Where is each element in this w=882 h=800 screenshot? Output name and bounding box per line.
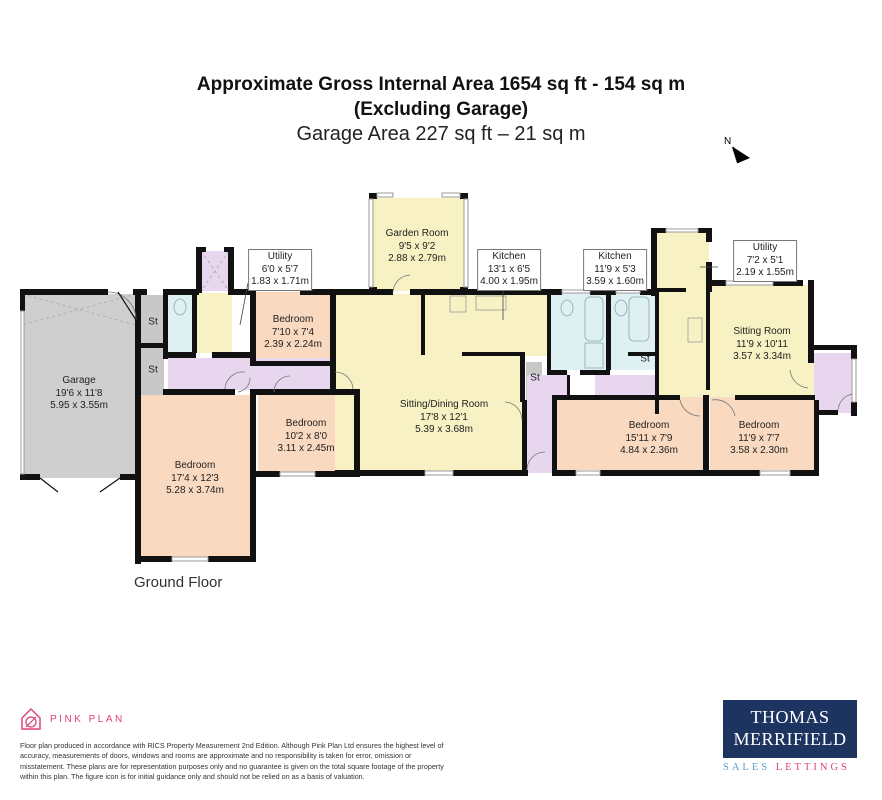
room-name: Bedroom [272,314,314,325]
room-label-utility-2: Utility 7'2 x 5'1 2.19 x 1.55m [733,240,797,282]
room-name: Utility [752,242,778,253]
room-metric: 2.39 x 2.24m [264,339,322,350]
room-name: Bedroom [285,418,327,429]
room-imperial: 17'8 x 12'1 [420,411,468,423]
room-name: Kitchen [492,251,526,262]
excluding-garage-note: (Excluding Garage) [353,99,529,120]
room-imperial: 19'6 x 11'8 [55,387,103,399]
room-imperial: 7'2 x 5'1 [746,254,784,266]
room-name: Kitchen [598,251,632,262]
house-logo-icon [21,707,41,730]
room-metric: 3.58 x 2.30m [730,445,788,456]
room-metric: 2.88 x 2.79m [388,253,446,264]
room-name: Sitting/Dining Room [399,399,489,410]
gross-area-title: Approximate Gross Internal Area 1654 sq … [196,74,686,95]
floor-label: Ground Floor [134,574,223,591]
room-label-sitting-room: Sitting Room 11'9 x 10'11 3.57 x 3.34m [733,326,791,364]
room-label-bedroom-5: Bedroom 11'9 x 7'7 3.58 x 2.30m [730,420,788,458]
room-label-bedroom-main: Bedroom 17'4 x 12'3 5.28 x 3.74m [166,460,224,498]
room-imperial: 10'2 x 8'0 [284,430,328,442]
room-label-kitchen-1: Kitchen 13'1 x 6'5 4.00 x 1.95m [477,249,541,291]
room-imperial: 11'9 x 10'11 [736,338,788,350]
pink-plan-brand: PINK PLAN [50,713,125,725]
agent-logo: THOMAS MERRIFIELD [723,700,857,758]
room-metric: 2.19 x 1.55m [736,267,794,278]
agent-name-line1: THOMAS [750,707,830,727]
room-imperial: 6'0 x 5'7 [261,263,299,275]
room-name: Garden Room [385,228,449,239]
room-name: Sitting Room [733,326,791,337]
storage-label: St [148,316,158,328]
room-name: Bedroom [628,420,670,431]
room-metric: 3.59 x 1.60m [586,276,644,287]
room-metric: 5.95 x 3.55m [50,400,108,411]
room-label-bedroom-3: Bedroom 10'2 x 8'0 3.11 x 2.45m [277,418,334,456]
garage-area-title: Garage Area 227 sq ft – 21 sq m [296,123,586,145]
walls [20,193,857,564]
room-metric: 1.83 x 1.71m [251,276,309,287]
room-imperial: 17'4 x 12'3 [171,472,219,484]
compass-label: N [724,136,732,147]
room-label-garage: Garage 19'6 x 11'8 5.95 x 3.55m [50,375,108,413]
room-name: Bedroom [174,460,216,471]
room-label-bedroom-4: Bedroom 15'11 x 7'9 4.84 x 2.36m [620,420,678,458]
storage-label: St [640,353,650,365]
room-label-kitchen-2: Kitchen 11'9 x 5'3 3.59 x 1.60m [583,249,647,291]
room-name: Bedroom [738,420,780,431]
storage-label: St [530,372,540,384]
agent-lettings: LETTINGS [775,762,850,773]
room-imperial: 11'9 x 7'7 [738,432,780,444]
garage-door-track [21,250,230,326]
room-imperial: 7'10 x 7'4 [271,326,315,338]
room-label-garden-room: Garden Room 9'5 x 9'2 2.88 x 2.79m [386,228,449,266]
room-imperial: 15'11 x 7'9 [625,432,673,444]
room-name: Garage [62,375,96,386]
north-arrow-icon [732,146,750,164]
storage-label: St [148,364,158,376]
windows [20,192,857,562]
room-imperial: 11'9 x 5'3 [594,263,636,275]
room-label-sitting-dining: Sitting/Dining Room 17'8 x 12'1 5.39 x 3… [400,399,488,437]
room-metric: 4.00 x 1.95m [480,276,538,287]
room-metric: 5.28 x 3.74m [166,485,224,496]
pink-plan-logo: PINK PLAN [20,707,125,731]
fixtures [173,295,703,369]
room-label-utility-1: Utility 6'0 x 5'7 1.83 x 1.71m [248,249,312,291]
room-metric: 3.57 x 3.34m [733,351,791,362]
room-imperial: 9'5 x 9'2 [398,240,436,252]
agent-services: SALES LETTINGS [723,762,863,773]
doors [39,274,853,493]
leader-lines [239,266,718,326]
room-imperial: 13'1 x 6'5 [487,263,531,275]
room-metric: 3.11 x 2.45m [277,443,335,454]
room-metric: 5.39 x 3.68m [415,424,473,435]
agent-name-line2: MERRIFIELD [733,729,847,749]
room-metric: 4.84 x 2.36m [620,445,678,456]
agent-sales: SALES [723,762,771,773]
room-label-bedroom-small: Bedroom 7'10 x 7'4 2.39 x 2.24m [264,314,322,352]
disclaimer-text: Floor plan produced in accordance with R… [20,741,444,782]
room-name: Utility [267,251,293,262]
